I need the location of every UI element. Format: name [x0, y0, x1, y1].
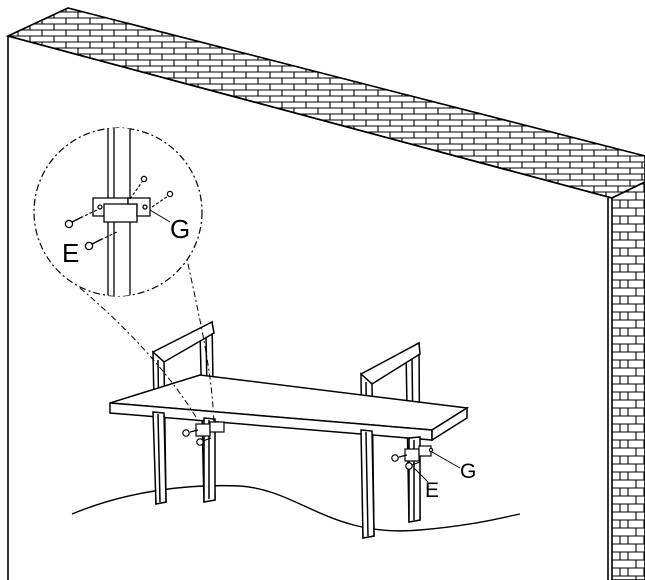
ground-contour [71, 484, 521, 532]
label-inset-e: E [62, 238, 79, 268]
wall-side-brick [607, 181, 645, 580]
inset-bracket-body [103, 203, 138, 223]
shelf-board [109, 374, 470, 442]
magnifier-connectors [79, 249, 215, 425]
leader-right-g [431, 451, 461, 469]
detail-inset [33, 127, 203, 297]
leader-inset-g [149, 209, 171, 223]
left-screws [182, 429, 212, 446]
right-screws [391, 447, 434, 470]
label-inset-g: G [170, 214, 190, 244]
inset-bracket-right-flange [127, 197, 151, 217]
left-bracket [195, 421, 225, 437]
label-right-g: G [460, 460, 476, 483]
label-right-e: E [425, 479, 439, 502]
leader-right-e [413, 467, 429, 483]
